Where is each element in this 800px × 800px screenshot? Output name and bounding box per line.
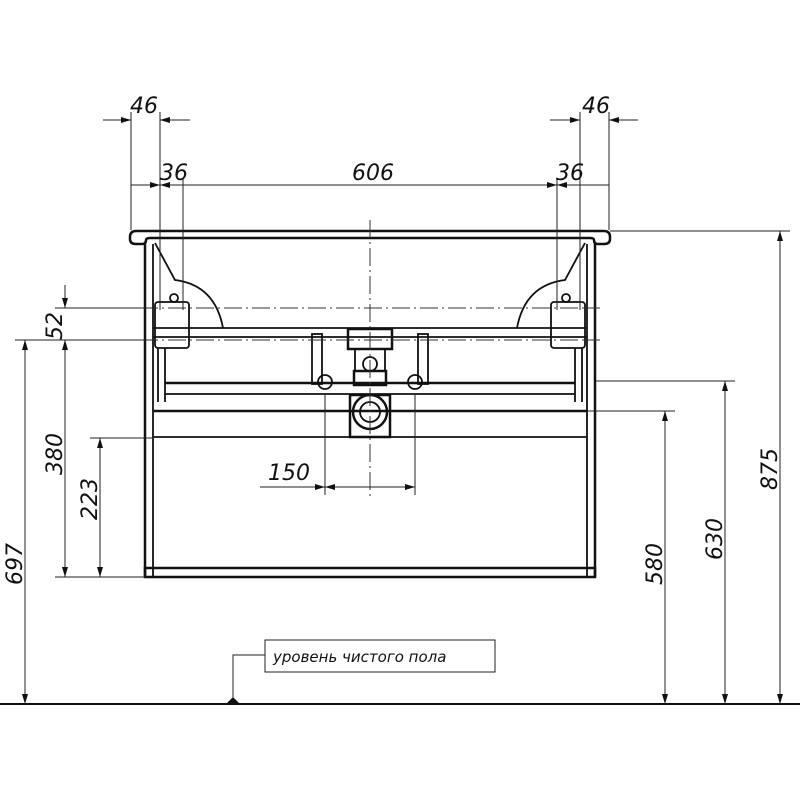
dim-left-36: 36 — [160, 161, 188, 186]
dim-right-36: 36 — [556, 161, 584, 186]
dim-606: 606 — [352, 161, 394, 186]
center-axes — [140, 220, 600, 500]
extension-lines — [15, 112, 790, 578]
floor-marker-icon — [226, 697, 240, 704]
dim-52: 52 — [43, 312, 68, 340]
dim-875: 875 — [758, 448, 783, 490]
dim-top-right-46: 46 — [582, 94, 610, 119]
dim-380: 380 — [43, 433, 68, 475]
dim-150: 150 — [268, 461, 310, 486]
dim-697: 697 — [3, 543, 28, 585]
dimension-lines — [22, 117, 783, 704]
dim-223: 223 — [78, 478, 103, 520]
floor-label-box — [264, 639, 496, 673]
floor-label: уровень чистого пола — [272, 648, 446, 666]
floor-label-leader — [232, 654, 265, 697]
dim-630: 630 — [703, 518, 728, 560]
dim-top-left-46: 46 — [130, 94, 158, 119]
dim-580: 580 — [643, 543, 668, 585]
